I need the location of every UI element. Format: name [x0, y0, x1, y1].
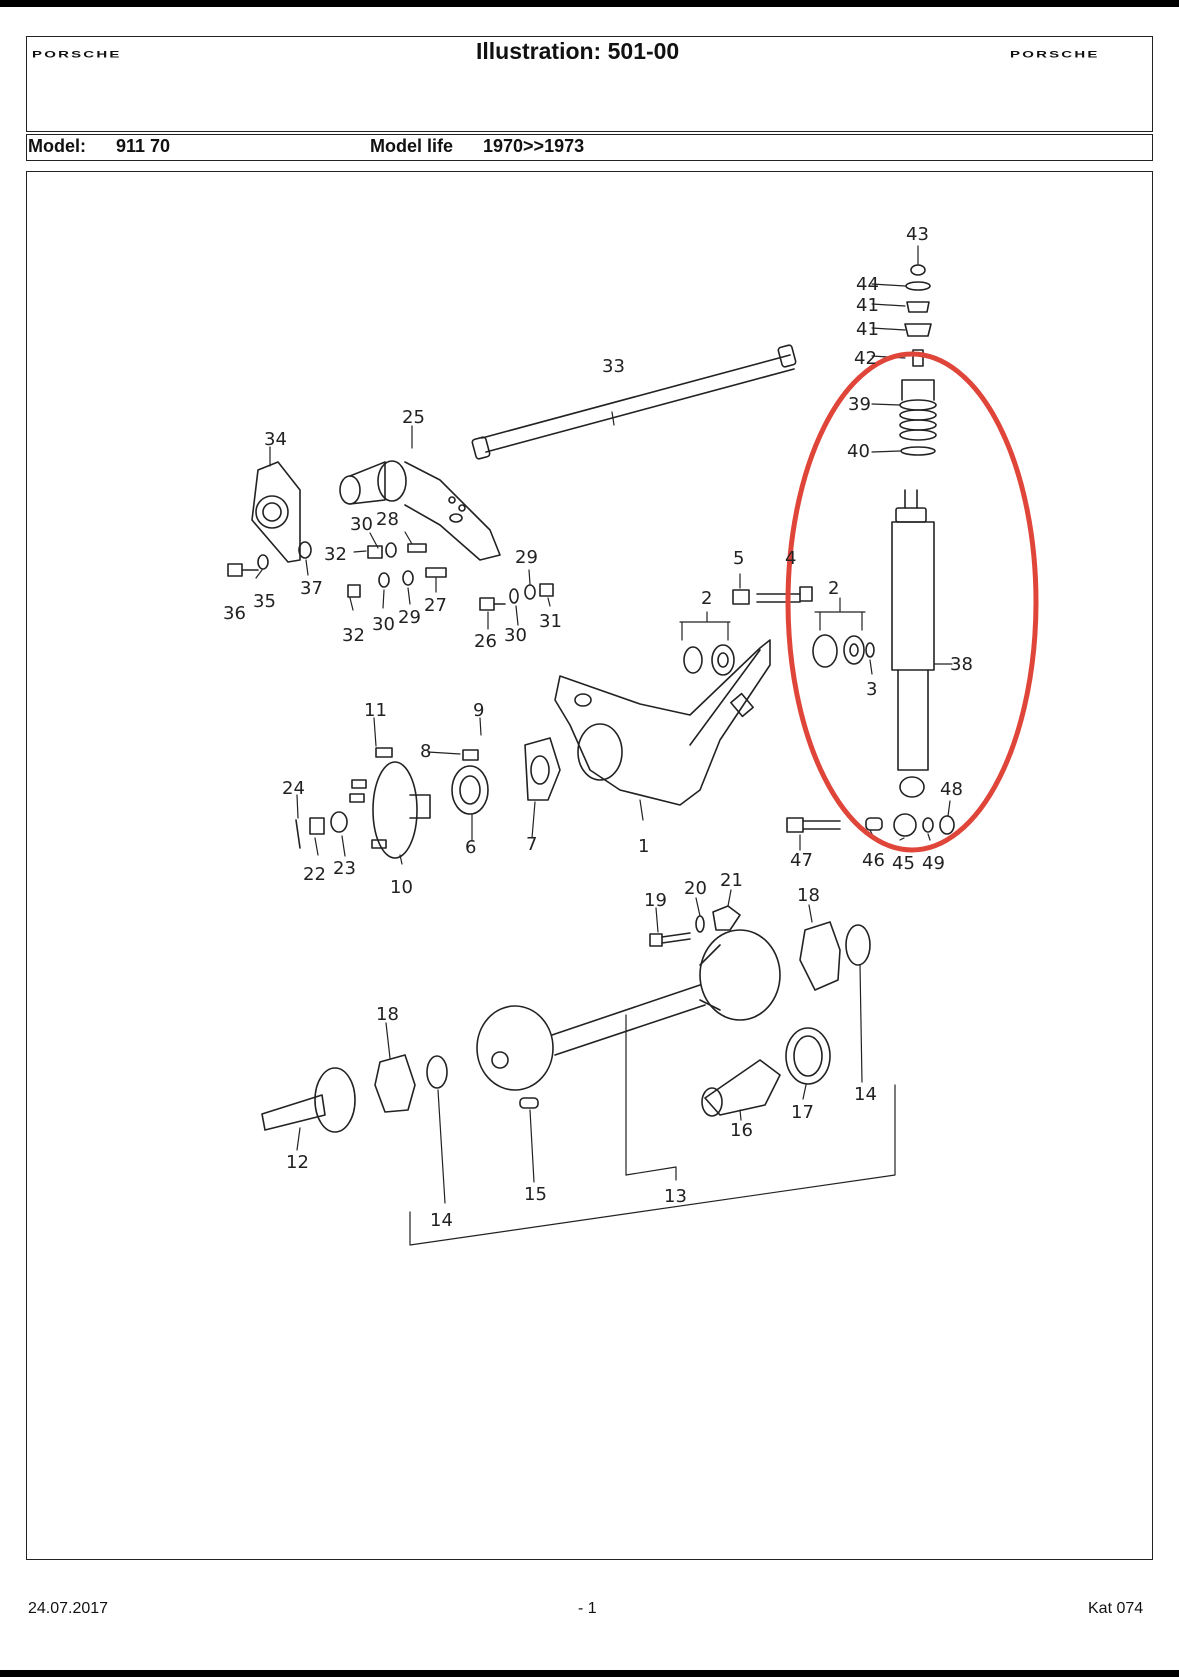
callout-48: 48 — [940, 779, 963, 800]
callout-20: 20 — [684, 878, 707, 899]
callout-32b: 32 — [342, 625, 365, 646]
callout-31: 31 — [539, 611, 562, 632]
circlip-14-left — [426, 1055, 448, 1089]
callout-9: 9 — [473, 700, 484, 721]
small-hardware-group — [227, 541, 554, 611]
callout-15: 15 — [524, 1184, 547, 1205]
model-value: 911 70 — [116, 136, 171, 156]
callout-labels: 43 44 41 41 42 39 40 38 48 46 45 49 47 2… — [223, 224, 973, 1231]
callout-11: 11 — [364, 700, 387, 721]
callout-1: 1 — [638, 836, 649, 857]
callout-14b: 14 — [430, 1210, 453, 1231]
model-row-box — [26, 134, 1153, 161]
model-life-label: Model life — [370, 136, 454, 156]
callout-18b: 18 — [376, 1004, 399, 1025]
callout-26: 26 — [474, 631, 497, 652]
drive-shaft-part — [476, 929, 781, 1091]
callout-43: 43 — [906, 224, 929, 245]
callout-45: 45 — [892, 853, 915, 874]
callout-35: 35 — [253, 591, 276, 612]
gasket-18-right — [799, 921, 841, 991]
callout-41a: 41 — [856, 295, 879, 316]
trailing-arm-part — [554, 639, 771, 806]
callout-28: 28 — [376, 509, 399, 530]
highlight-ellipse — [785, 351, 1039, 853]
callout-29a: 29 — [515, 547, 538, 568]
axle-stub-part — [261, 1067, 356, 1133]
callout-22: 22 — [303, 864, 326, 885]
callout-17: 17 — [791, 1102, 814, 1123]
callout-7: 7 — [526, 834, 537, 855]
callout-19: 19 — [644, 890, 667, 911]
callout-2b: 2 — [828, 578, 839, 599]
shock-absorber-part — [891, 489, 935, 798]
footer-page-number: - 1 — [578, 1600, 597, 1617]
boot-part — [701, 1059, 781, 1117]
page-title: Illustration: 501-00 — [476, 38, 680, 64]
porsche-logo-left: PORSCHE — [32, 49, 122, 60]
header-box — [26, 36, 1153, 132]
footer-date: 24.07.2017 — [28, 1600, 109, 1617]
bottom-border-bar — [0, 1670, 1179, 1677]
callout-38: 38 — [950, 654, 973, 675]
callout-29b: 29 — [398, 607, 421, 628]
callout-6: 6 — [465, 837, 476, 858]
callout-30b: 30 — [372, 614, 395, 635]
callout-23: 23 — [333, 858, 356, 879]
callout-32a: 32 — [324, 544, 347, 565]
wheel-hub-part — [295, 747, 489, 859]
model-life-value: 1970>>1973 — [483, 136, 585, 156]
callout-21: 21 — [720, 870, 743, 891]
callout-18a: 18 — [797, 885, 820, 906]
bracket-part — [251, 461, 301, 563]
bushing-pair-right — [812, 634, 875, 668]
model-label: Model: — [28, 136, 86, 156]
bolt-5 — [732, 586, 813, 605]
callout-14a: 14 — [854, 1084, 877, 1105]
illustration-frame — [26, 171, 1153, 1560]
callout-36: 36 — [223, 603, 246, 624]
callout-41b: 41 — [856, 319, 879, 340]
callout-34: 34 — [264, 429, 287, 450]
callout-4: 4 — [785, 548, 796, 569]
callout-8: 8 — [420, 741, 431, 762]
bolt-19-washer-20-plate-21 — [649, 905, 741, 947]
footer-catalog: Kat 074 — [1088, 1600, 1144, 1617]
callout-37: 37 — [300, 578, 323, 599]
porsche-logo-right: PORSCHE — [1010, 49, 1100, 60]
callout-33: 33 — [602, 356, 625, 377]
callout-30c: 30 — [504, 625, 527, 646]
callout-39: 39 — [848, 394, 871, 415]
clamp-17 — [785, 1027, 831, 1085]
callout-3: 3 — [866, 679, 877, 700]
callout-13: 13 — [664, 1186, 687, 1207]
seal-7 — [524, 737, 561, 801]
callout-42: 42 — [854, 348, 877, 369]
callout-2a: 2 — [701, 588, 712, 609]
pin-15 — [519, 1097, 539, 1109]
callout-49: 49 — [922, 853, 945, 874]
bushing-pair-left — [683, 644, 735, 676]
callout-12: 12 — [286, 1152, 309, 1173]
callout-25: 25 — [402, 407, 425, 428]
lower-shock-hardware — [786, 813, 955, 837]
callout-46: 46 — [862, 850, 885, 871]
circlip-14-right — [845, 924, 871, 966]
callout-30a: 30 — [350, 514, 373, 535]
callout-27: 27 — [424, 595, 447, 616]
callout-24: 24 — [282, 778, 305, 799]
callout-44: 44 — [856, 274, 879, 295]
callout-5: 5 — [733, 548, 744, 569]
gasket-18-left — [374, 1054, 416, 1113]
callout-16: 16 — [730, 1120, 753, 1141]
top-border-bar — [0, 0, 1179, 7]
shock-mount-stack — [899, 264, 937, 456]
spring-plate-part — [339, 460, 501, 561]
callout-40: 40 — [847, 441, 870, 462]
torsion-bar-part — [471, 344, 797, 460]
callout-10: 10 — [390, 877, 413, 898]
callout-47: 47 — [790, 850, 813, 871]
